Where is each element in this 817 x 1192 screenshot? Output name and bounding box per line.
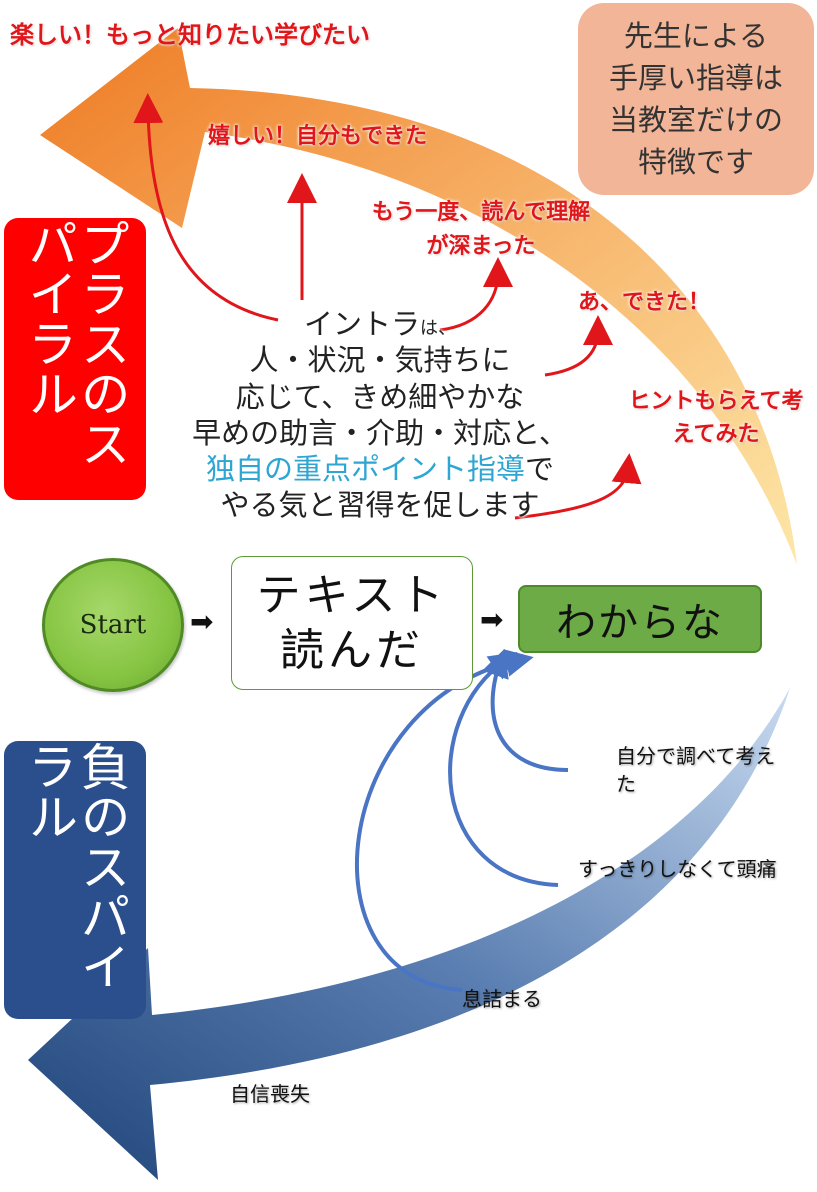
negative-spiral-arrow — [28, 688, 790, 1180]
text-read-node: テキスト 読んだ — [231, 556, 473, 690]
flow-arrow-2-icon: ➡ — [480, 603, 504, 636]
plus-step-4: 嬉しい！自分もできた — [208, 124, 428, 149]
start-node: Start — [42, 558, 184, 692]
teacher-note: 先生による 手厚い指導は 当教室だけの 特徴です — [578, 3, 814, 195]
plus-step-5: 楽しい！もっと知りたい学びたい — [10, 21, 370, 49]
red-connector-4 — [544, 315, 613, 377]
plus-spiral-title: プラスのスパイラル — [4, 218, 146, 500]
neg-step-2: すっきりしなくて頭痛 — [578, 857, 777, 881]
blue-connector-2 — [448, 651, 559, 887]
plus-step-3: もう一度、読んで理解が深まった — [371, 200, 591, 260]
intro-paragraph: イントラは、 人・状況・気持ちに 応じて、きめ細やかな 早めの助言・介助・対応と… — [192, 307, 568, 523]
blue-connector-1 — [482, 648, 569, 772]
plus-step-1: ヒントもらえて考えてみた — [628, 389, 804, 447]
flow-arrow-1-icon: ➡ — [190, 605, 214, 638]
red-connector-1 — [133, 93, 279, 322]
red-connector-3 — [439, 257, 513, 332]
plus-step-2: あ、できた！ — [578, 290, 711, 315]
not-understood-node: わからな — [518, 585, 762, 653]
red-connector-5 — [514, 453, 642, 520]
plus-spiral-arrow — [40, 28, 797, 565]
neg-step-4: 自信喪失 — [230, 1082, 310, 1106]
negative-spiral-title: 負のスパイラル — [4, 741, 146, 1019]
blue-connector-3 — [355, 649, 534, 992]
neg-step-3: 息詰まる — [462, 987, 542, 1011]
neg-step-1: 自分で調べて考えた — [616, 744, 776, 796]
